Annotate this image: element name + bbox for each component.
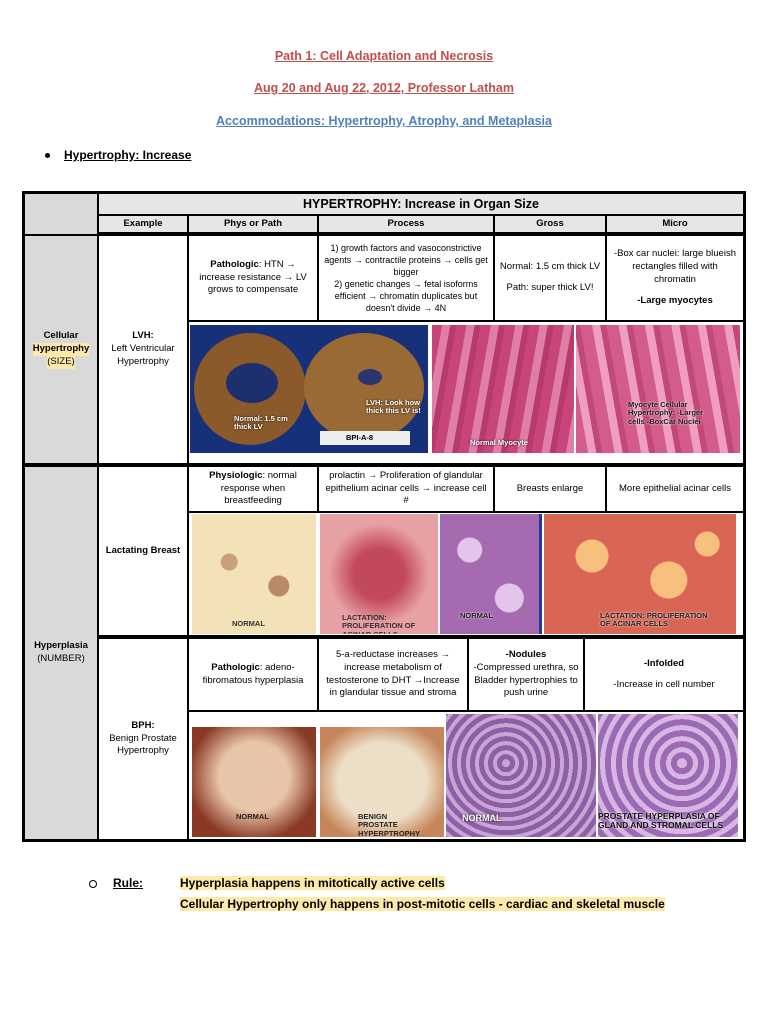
rule-label: Rule: (113, 876, 143, 890)
bullet-dot-icon (45, 153, 50, 159)
document-topic: Accommodations: Hypertrophy, Atrophy, an… (216, 114, 552, 128)
table-title: HYPERTROPHY: Increase in Organ Size (98, 193, 744, 215)
rule-line-1: Hyperplasia happens in mitotically activ… (180, 876, 445, 890)
col-header-micro: Micro (606, 215, 744, 235)
bph-image-strip (188, 711, 744, 840)
caption-breast-normal-micro: NORMAL (460, 611, 493, 620)
bph-micro: -Infolded -Increase in cell number (584, 638, 744, 711)
example-bph: BPH: Benign Prostate Hypertrophy (98, 638, 188, 840)
breast-lactation-image: LACTATION: PROLIFERATION OF ACINAR CELLS (320, 514, 438, 634)
breast-lactation-micro-image: LACTATION: PROLIFERATION OF ACINAR CELLS (544, 514, 736, 634)
caption-breast-lactation-micro: LACTATION: PROLIFERATION OF ACINAR CELLS (600, 611, 708, 629)
prostate-normal-micro-image: NORMAL (446, 714, 596, 837)
breast-image-strip (188, 512, 744, 638)
caption-normal-lv: Normal: 1.5 cm thick LV (234, 414, 288, 432)
bph-phys-path: Pathologic: adeno-fibromatous hyperplasi… (188, 638, 318, 711)
prostate-normal-gross-image: NORMAL (192, 727, 316, 837)
bph-process: 5-a-reductase increases → increase metab… (318, 638, 468, 711)
rule-bullet-icon (89, 880, 97, 888)
heart-cross-section-image (194, 333, 424, 445)
hypertrophy-table: HYPERTROPHY: Increase in Organ Size Exam… (22, 191, 746, 842)
specimen-label: BPI-A-8 (346, 433, 374, 442)
caption-prostate-hyperplasia: PROSTATE HYPERPLASIA OF GLAND AND STROMA… (598, 811, 724, 831)
bullet-hypertrophy: Hypertrophy: Increase (45, 148, 191, 162)
lvh-micro: -Box car nuclei: large blueish rectangle… (606, 235, 744, 321)
prostate-bph-gross-image: BENIGN PROSTATE HYPERPTROPHY (320, 727, 444, 837)
breast-phys-path: Physiologic: normal response when breast… (188, 466, 318, 512)
example-lvh: LVH: Left Ventricular Hypertrophy (98, 235, 188, 466)
breast-micro: More epithelial acinar cells (606, 466, 744, 512)
caption-prostate-bph: BENIGN PROSTATE HYPERPTROPHY (358, 812, 421, 837)
rowgroup-hyperplasia: Hyperplasia (NUMBER) (24, 466, 98, 840)
rowgroup-cellular-hypertrophy: Cellular Hypertrophy (SIZE) (24, 235, 98, 466)
breast-normal-image: NORMAL (192, 514, 316, 634)
lvh-image-strip (188, 321, 744, 466)
document-date: Aug 20 and Aug 22, 2012, Professor Latha… (253, 81, 515, 95)
cellular-hypertrophy-image: Myocyte Cellular Hypertrophy: -Larger ce… (576, 325, 740, 453)
corner-cell (24, 193, 98, 235)
document-title: Path 1: Cell Adaptation and Necrosis (274, 49, 494, 63)
caption-normal-myocyte: Normal Myocyte (470, 438, 528, 447)
example-lactating-breast: Lactating Breast (98, 466, 188, 638)
bph-gross: -Nodules -Compressed urethra, so Bladder… (468, 638, 584, 711)
lvh-gross: Normal: 1.5 cm thick LV Path: super thic… (494, 235, 606, 321)
caption-prostate-normal-micro: NORMAL (462, 813, 502, 823)
col-header-example: Example (98, 215, 188, 235)
breast-normal-micro-image: NORMAL (440, 514, 542, 634)
prostate-hyperplasia-micro-image: PROSTATE HYPERPLASIA OF GLAND AND STROMA… (598, 714, 738, 837)
lvh-gross-photo: Normal: 1.5 cm thick LV LVH: Look how th… (190, 325, 428, 453)
lvh-phys-path: Pathologic: HTN → increase resistance → … (188, 235, 318, 321)
caption-prostate-normal: NORMAL (236, 812, 269, 821)
col-header-phys: Phys or Path (188, 215, 318, 235)
caption-breast-lactation: LACTATION: PROLIFERATION OF ACINAR CELLS (342, 613, 416, 634)
col-header-gross: Gross (494, 215, 606, 235)
rule-line-2: Cellular Hypertrophy only happens in pos… (180, 897, 665, 911)
breast-process: prolactin → Proliferation of glandular e… (318, 466, 494, 512)
lvh-process: 1) growth factors and vasoconstrictive a… (318, 235, 494, 321)
col-header-process: Process (318, 215, 494, 235)
breast-gross: Breasts enlarge (494, 466, 606, 512)
caption-cellular-hypertrophy: Myocyte Cellular Hypertrophy: -Larger ce… (628, 400, 704, 426)
normal-myocyte-image: Normal Myocyte (432, 325, 574, 453)
caption-lvh: LVH: Look how thick this LV is! (366, 398, 421, 416)
caption-breast-normal: NORMAL (232, 619, 265, 628)
